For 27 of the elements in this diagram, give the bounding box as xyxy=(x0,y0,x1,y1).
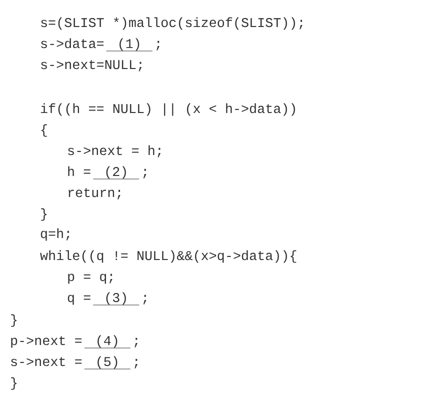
fill-in-line: (2) xyxy=(92,166,140,180)
code-text: if((h == NULL) || (x < h->data)) xyxy=(40,103,296,116)
code-text: s->data= xyxy=(41,38,104,48)
code-text: s->next=NULL; xyxy=(41,60,142,72)
code-text: ; xyxy=(143,168,146,178)
code-text: } xyxy=(11,314,17,327)
fill-in-line: (1) xyxy=(106,38,153,52)
code-text: return; xyxy=(68,188,120,200)
fill-in-line: (3) xyxy=(92,292,140,306)
code-text: ; xyxy=(143,294,146,304)
code-text: p = q; xyxy=(68,274,112,284)
code-text: } xyxy=(41,208,47,221)
code-text: { xyxy=(42,124,47,137)
code-text: s=(SLIST *)malloc(sizeof(SLIST)); xyxy=(41,17,302,30)
code-text: q=h; xyxy=(40,228,70,241)
code-text: ; xyxy=(134,338,138,348)
code-text: s->next = h; xyxy=(68,145,161,158)
fill-in-line: (5) xyxy=(84,356,131,370)
code-text: q = xyxy=(68,294,90,305)
code-text: s->next = xyxy=(11,357,82,366)
code-text: ; xyxy=(156,40,160,50)
fill-in-line: (4) xyxy=(84,335,131,348)
code-text: } xyxy=(11,377,17,390)
code-text: while((q != NULL)&&(x>q->data)){ xyxy=(40,250,296,263)
code-text: h = xyxy=(68,166,90,176)
code-text: p->next = xyxy=(11,336,82,348)
code-text: ; xyxy=(134,358,138,368)
